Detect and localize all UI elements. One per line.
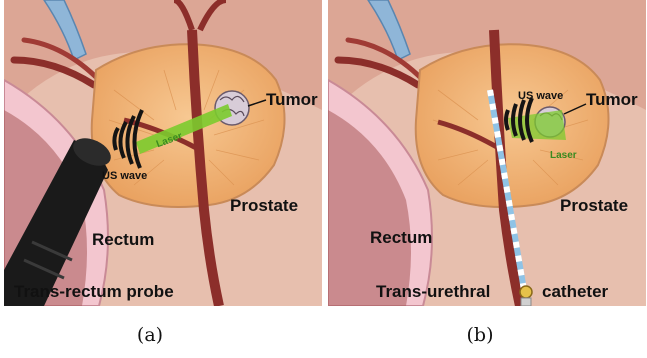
panel-b: US wave Tumor Laser Prostate Rectum Tran…	[328, 0, 646, 306]
panel-a: Tumor Laser US wave Prostate Rectum Tran…	[4, 0, 322, 306]
catheter-label-right: catheter	[542, 282, 608, 302]
tumor-label: Tumor	[266, 90, 318, 110]
panel-a-illustration	[4, 0, 322, 306]
caption-b: (b)	[450, 324, 510, 346]
prostate-label: Prostate	[560, 196, 628, 216]
rectum-label: Rectum	[92, 230, 154, 250]
us-wave-label: US wave	[102, 170, 147, 182]
catheter-label-left: Trans-urethral	[376, 282, 490, 302]
panel-b-illustration	[328, 0, 646, 306]
prostate-label: Prostate	[230, 196, 298, 216]
probe-label: Trans-rectum probe	[14, 282, 174, 302]
rectum-label: Rectum	[370, 228, 432, 248]
caption-a: (a)	[120, 324, 180, 346]
laser-label: Laser	[550, 150, 577, 161]
tumor-label: Tumor	[586, 90, 638, 110]
us-wave-label: US wave	[518, 90, 563, 102]
